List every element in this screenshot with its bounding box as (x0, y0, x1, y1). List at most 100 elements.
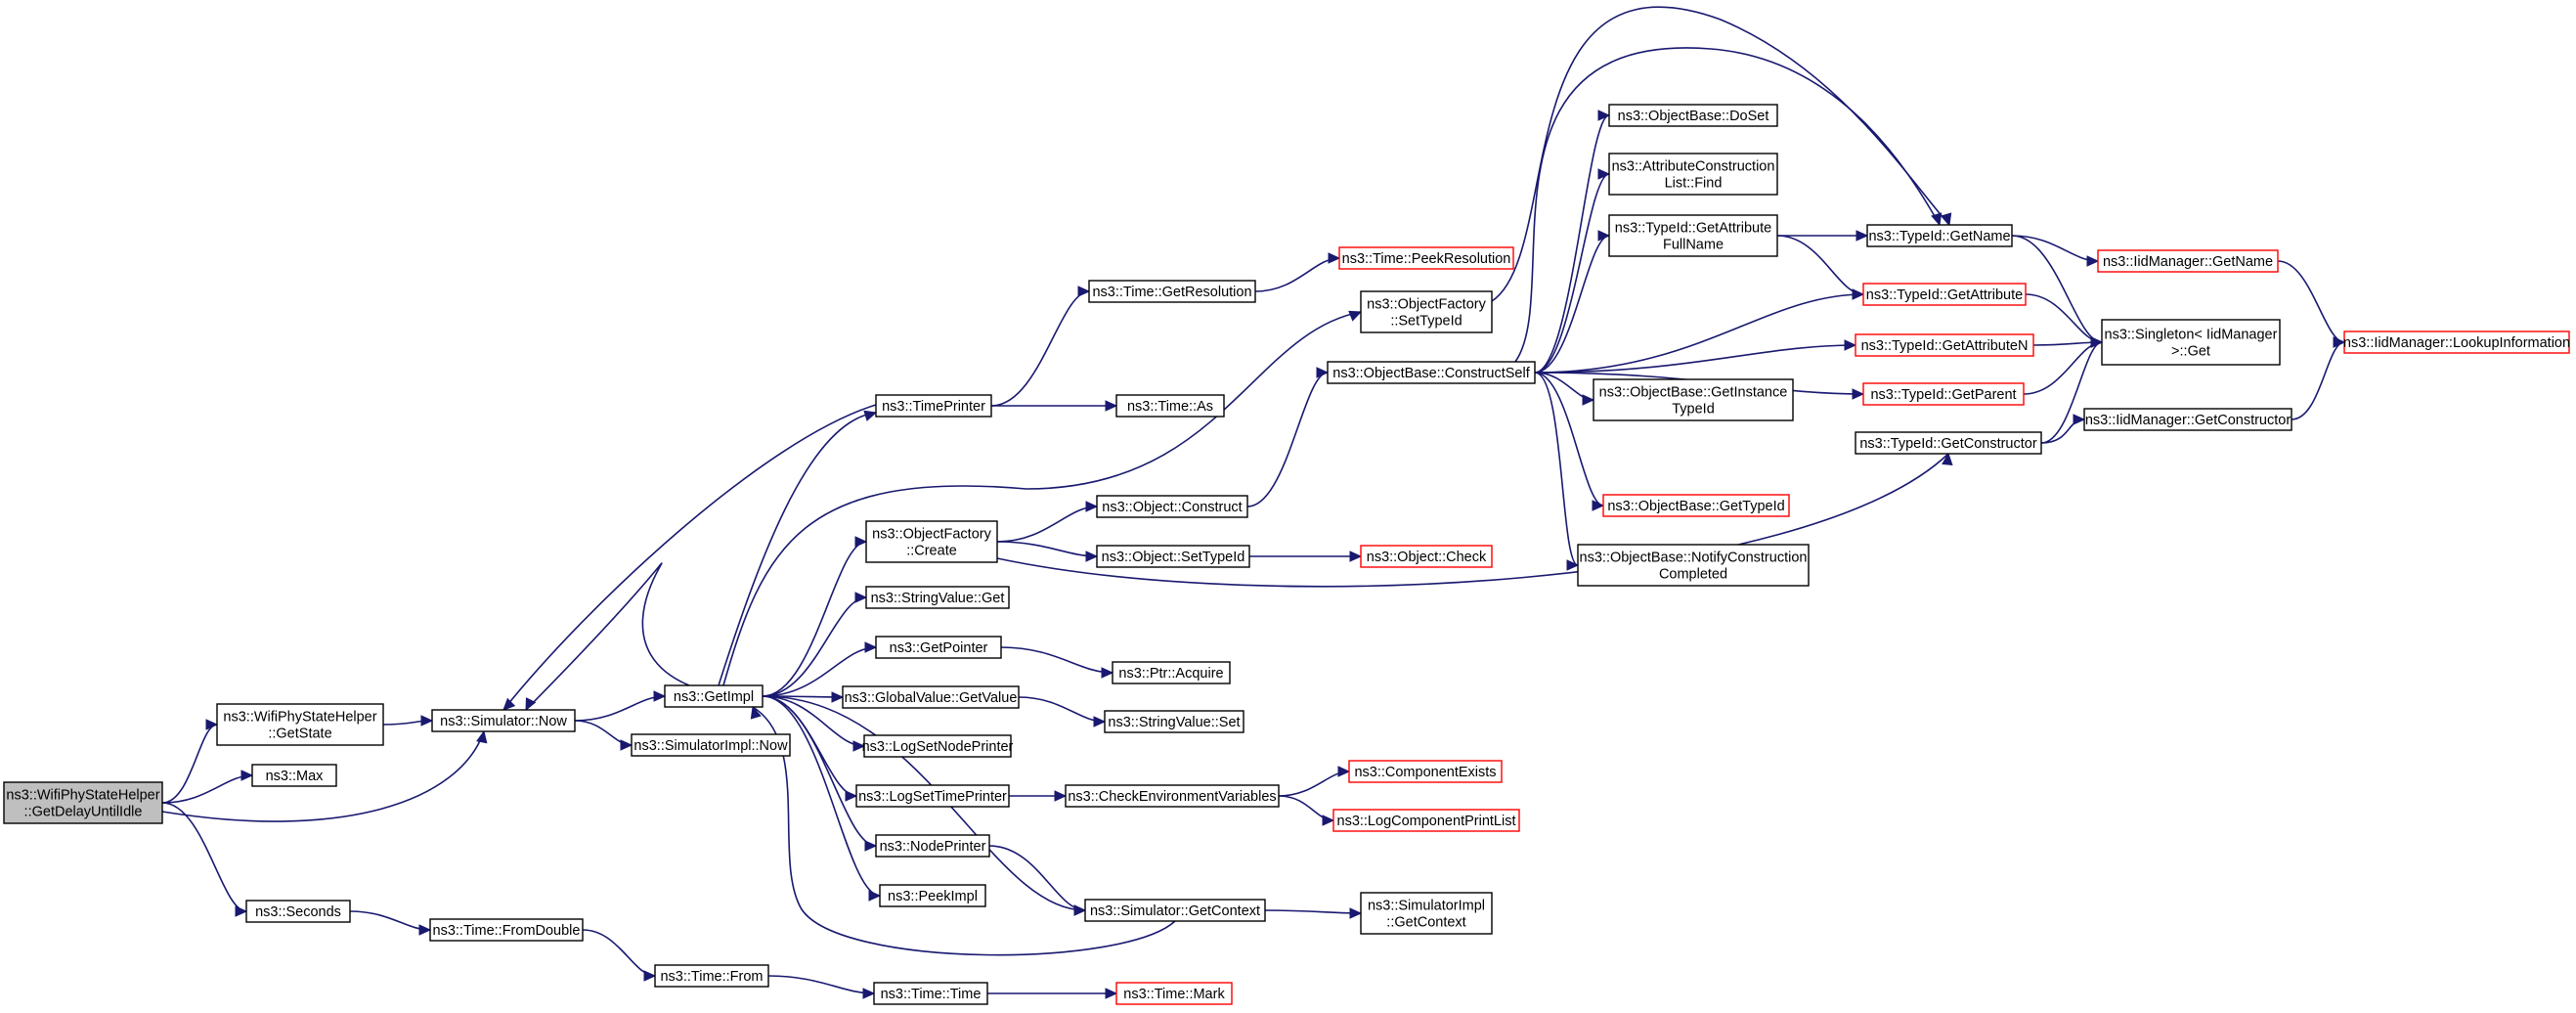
node-label: ns3::ObjectFactory (872, 527, 991, 543)
node-timemark[interactable]: ns3::Time::Mark (1115, 982, 1233, 1005)
node-logsetnodeprinter[interactable]: ns3::LogSetNodePrinter (862, 734, 1014, 758)
node-label: ns3::IidManager::GetConstructor (2085, 413, 2292, 428)
edge-logsettimeprinter-to-checkenv (1008, 790, 1068, 802)
node-obdoset[interactable]: ns3::ObjectBase::DoSet (1608, 104, 1778, 127)
node-box (879, 884, 986, 907)
node-logsettimeprinter[interactable]: ns3::LogSetTimePrinter (855, 784, 1010, 808)
edge-constructself-to-tidgetattrfull (1534, 230, 1611, 374)
node-timefrom[interactable]: ns3::Time::From (654, 964, 769, 988)
node-obnotifyconstruction[interactable]: ns3::ObjectBase::NotifyConstructionCompl… (1577, 544, 1810, 587)
arrow-head (420, 715, 434, 727)
node-simimplnow[interactable]: ns3::SimulatorImpl::Now (631, 733, 791, 757)
node-getresolution[interactable]: ns3::Time::GetResolution (1088, 280, 1256, 303)
node-label: ns3::TypeId::GetParent (1870, 387, 2016, 403)
node-simgetcontext[interactable]: ns3::Simulator::GetContext (1084, 899, 1266, 922)
arrow-head (1105, 400, 1118, 412)
node-label: ns3::ObjectBase::NotifyConstruction (1580, 551, 1808, 566)
arrow-head (240, 770, 254, 781)
node-constructself[interactable]: ns3::ObjectBase::ConstructSelf (1327, 361, 1536, 384)
edge-ofsettypeid-to-tidgetname (1491, 6, 1952, 302)
node-ofsettypeid[interactable]: ns3::ObjectFactory::SetTypeId (1360, 290, 1493, 333)
arrow-head (1566, 559, 1580, 571)
arrow-head (750, 705, 762, 720)
node-label: ns3::LogSetNodePrinter (862, 739, 1014, 755)
node-max[interactable]: ns3::Max (251, 764, 337, 787)
edge-line (988, 845, 1086, 911)
node-timeas[interactable]: ns3::Time::As (1115, 394, 1225, 418)
node-timetime[interactable]: ns3::Time::Time (873, 982, 988, 1005)
edge-line (1776, 235, 1864, 295)
node-stringvalueget[interactable]: ns3::StringValue::Get (865, 586, 1010, 609)
edge-fromdouble-to-timefrom (582, 929, 657, 982)
node-gvgetvalue[interactable]: ns3::GlobalValue::GetValue (842, 685, 1020, 709)
arrow-head (620, 739, 633, 751)
node-nodeprinter[interactable]: ns3::NodePrinter (875, 834, 990, 858)
edge-constructself-to-tidgetattribute (1534, 288, 1865, 374)
node-ofcreate[interactable]: ns3::ObjectFactory::Create (865, 520, 998, 563)
node-iidgetname[interactable]: ns3::IidManager::GetName (2097, 249, 2279, 273)
arrow-head (852, 740, 866, 752)
node-getstate[interactable]: ns3::WifiPhyStateHelper::GetState (216, 703, 384, 746)
node-objsettypeid[interactable]: ns3::Object::SetTypeId (1096, 545, 1250, 568)
node-tidgetattributen[interactable]: ns3::TypeId::GetAttributeN (1855, 333, 2034, 357)
node-root[interactable]: ns3::WifiPhyStateHelper::GetDelayUntilId… (3, 781, 163, 824)
node-componentexists[interactable]: ns3::ComponentExists (1348, 760, 1503, 783)
call-edges (161, 6, 2346, 999)
node-box (1360, 290, 1493, 333)
arrow-head (2073, 414, 2086, 425)
node-box (1608, 153, 1778, 196)
node-lookupinfo[interactable]: ns3::IidManager::LookupInformation (2343, 330, 2570, 354)
node-getimpl[interactable]: ns3::GetImpl (664, 684, 764, 708)
node-ptracquire[interactable]: ns3::Ptr::Acquire (1112, 661, 1231, 684)
edge-line (2291, 341, 2345, 420)
node-tidgetname[interactable]: ns3::TypeId::GetName (1866, 224, 2013, 247)
node-stringvalueset[interactable]: ns3::StringValue::Set (1104, 710, 1244, 733)
edge-checkenv-to-logcompprintlist (1278, 795, 1335, 826)
node-getpointer[interactable]: ns3::GetPointer (875, 636, 1002, 659)
node-tidgetattribute[interactable]: ns3::TypeId::GetAttribute (1862, 283, 2027, 306)
node-box (1866, 224, 2013, 247)
truncated-node-box (1360, 545, 1493, 568)
arrow-head (2333, 336, 2346, 348)
node-box (429, 918, 584, 942)
node-box (664, 684, 764, 708)
node-fromdouble[interactable]: ns3::Time::FromDouble (429, 918, 584, 942)
node-label: ns3::StringValue::Set (1108, 715, 1240, 730)
node-box (865, 520, 998, 563)
node-singletonget[interactable]: ns3::Singleton< IidManager >::Get (2101, 319, 2281, 366)
truncated-node-box (1602, 494, 1790, 517)
node-logcompprintlist[interactable]: ns3::LogComponentPrintList (1332, 809, 1520, 832)
arrow-head (205, 719, 219, 730)
edge-line (2040, 341, 2103, 444)
node-label: ns3::GetImpl (674, 689, 754, 705)
node-box (1084, 899, 1266, 922)
node-tidgetparent[interactable]: ns3::TypeId::GetParent (1862, 382, 2025, 406)
node-label: ns3::GlobalValue::GetValue (845, 690, 1018, 706)
arrow-head (1852, 388, 1865, 400)
node-peekimpl[interactable]: ns3::PeekImpl (879, 884, 986, 907)
node-objcheck[interactable]: ns3::Object::Check (1360, 545, 1493, 568)
node-obgettypeid[interactable]: ns3::ObjectBase::GetTypeId (1602, 494, 1790, 517)
node-timeprinter[interactable]: ns3::TimePrinter (875, 394, 992, 418)
node-checkenv[interactable]: ns3::CheckEnvironmentVariables (1065, 784, 1280, 808)
node-simimplgetcontext[interactable]: ns3::SimulatorImpl::GetContext (1360, 892, 1493, 935)
node-seconds[interactable]: ns3::Seconds (245, 900, 351, 923)
edge-line (582, 929, 656, 977)
node-objconstruct[interactable]: ns3::Object::Construct (1096, 495, 1248, 518)
arrow-head (1592, 500, 1605, 511)
node-label: ns3::TimePrinter (882, 399, 985, 415)
arrow-head (418, 924, 432, 936)
node-tidgetconstructor[interactable]: ns3::TypeId::GetConstructor (1855, 431, 2042, 455)
edge-line (762, 541, 867, 697)
node-label: ns3::LogComponentPrintList (1337, 814, 1516, 829)
arrow-head (1337, 766, 1351, 777)
node-label: ::GetState (268, 727, 331, 742)
edge-line (762, 646, 877, 697)
edge-getresolution-to-peekresolution (1254, 252, 1341, 292)
node-simnow[interactable]: ns3::Simulator::Now (431, 709, 576, 732)
node-peekresolution[interactable]: ns3::Time::PeekResolution (1338, 246, 1514, 270)
node-iidgetconstructor[interactable]: ns3::IidManager::GetConstructor (2083, 408, 2292, 431)
